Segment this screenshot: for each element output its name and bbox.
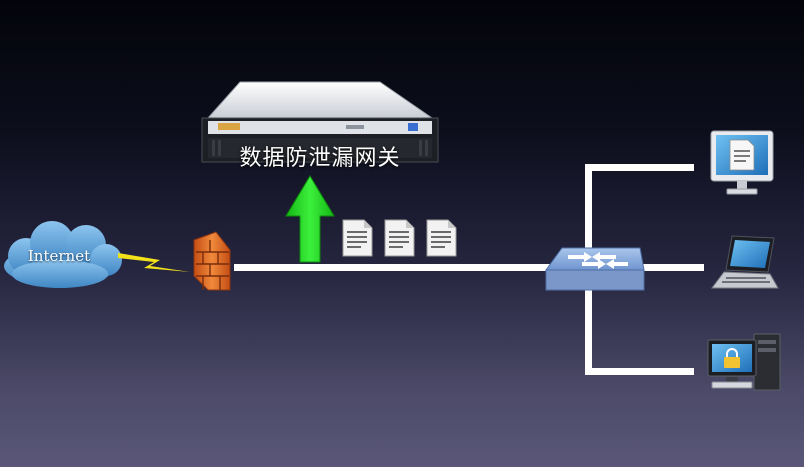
branch-pc-line	[585, 368, 694, 375]
upload-arrow-icon	[285, 175, 335, 263]
desktop-pc-lock-icon	[707, 333, 781, 391]
laptop-icon	[711, 235, 779, 289]
cloud-icon	[4, 221, 122, 288]
document-icon	[426, 219, 457, 257]
firewall-icon	[193, 231, 231, 291]
network-switch-icon	[545, 247, 645, 291]
branch-monitor-line	[585, 164, 694, 171]
internet-label: Internet	[27, 247, 91, 265]
rack-server-icon	[201, 81, 439, 163]
gateway-label: 数据防泄漏网关	[239, 146, 401, 171]
lightning-bolt-icon	[118, 253, 190, 272]
document-icon	[342, 219, 373, 257]
main-link-line	[234, 264, 704, 271]
desktop-monitor-icon	[710, 130, 774, 195]
document-icon	[384, 219, 415, 257]
